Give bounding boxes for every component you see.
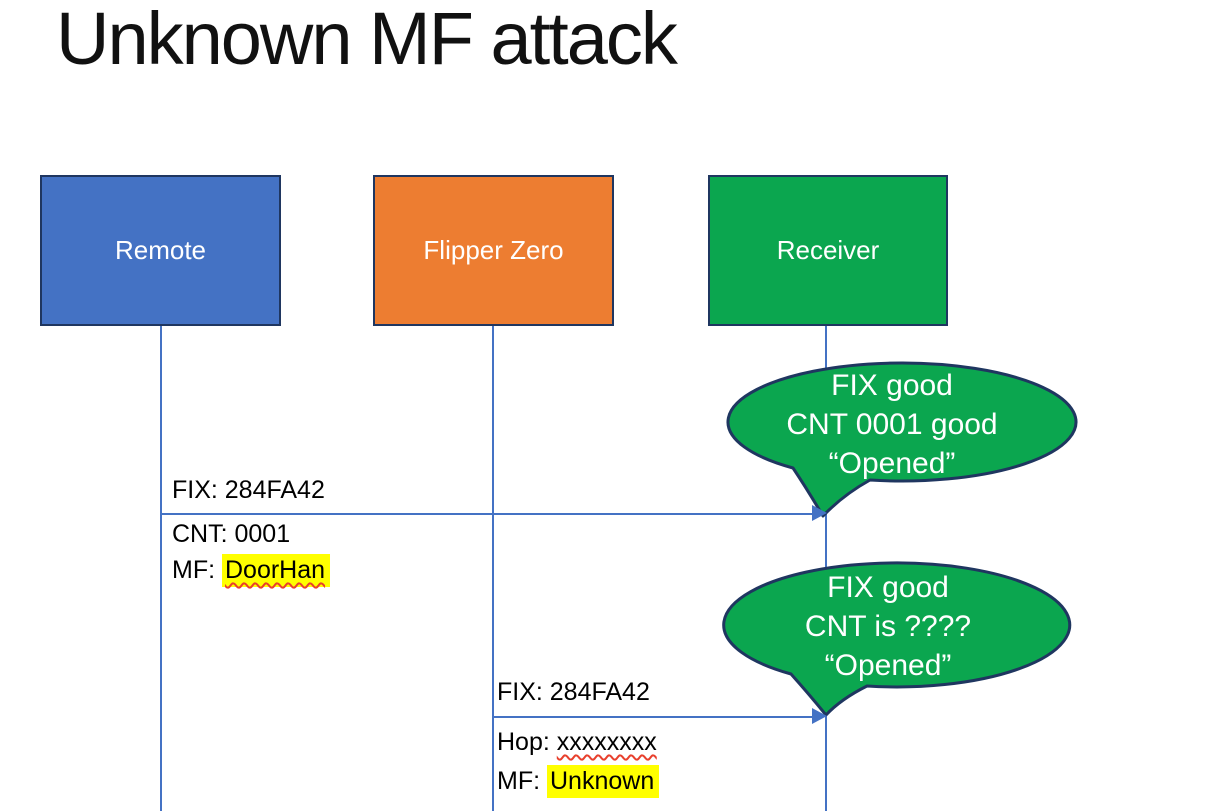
speech-bubble-2-shape xyxy=(722,561,1072,717)
actor-box-flipper-zero: Flipper Zero xyxy=(373,175,614,326)
message-1-line-fix: FIX: 284FA42 xyxy=(172,476,325,504)
actor-label-receiver: Receiver xyxy=(776,235,880,265)
message-1-arrowhead-icon xyxy=(812,505,827,521)
message-2-arrowhead-icon xyxy=(812,708,827,724)
page-title: Unknown MF attack xyxy=(56,0,678,80)
actor-label-remote: Remote xyxy=(114,235,207,265)
message-1-mf-value-highlighted: DoorHan xyxy=(222,554,331,587)
message-2-line-hop: Hop: xxxxxxxx xyxy=(497,728,657,757)
speech-bubble-2 xyxy=(722,561,1072,717)
message-2-line-mf: MF: Unknown xyxy=(497,765,660,798)
actor-box-remote: Remote xyxy=(40,175,281,326)
message-1-arrow-line xyxy=(161,513,813,515)
message-1-mf-prefix: MF: xyxy=(172,556,222,584)
bubble-2-line-3: “Opened” xyxy=(824,649,952,682)
speech-bubble-2-text: FIX good CNT is ???? “Opened” xyxy=(713,568,1063,685)
bubble-2-line-1: FIX good xyxy=(827,571,949,604)
message-2-mf-prefix: MF: xyxy=(497,767,547,795)
actor-label-flipper-zero: Flipper Zero xyxy=(423,235,564,265)
message-2-hop-prefix: Hop: xyxy=(497,728,557,756)
bubble-1-line-1: FIX good xyxy=(831,369,953,402)
message-2-hop-value: xxxxxxxx xyxy=(556,728,657,756)
bubble-2-line-2: CNT is ???? xyxy=(804,610,972,643)
speech-bubble-1-shape xyxy=(726,361,1078,518)
lifeline-flipper-zero xyxy=(492,326,494,811)
message-2-arrow-line xyxy=(493,716,813,718)
speech-bubble-1 xyxy=(726,361,1078,518)
lifeline-remote xyxy=(160,326,162,811)
actor-box-receiver: Receiver xyxy=(708,175,948,326)
bubble-1-line-3: “Opened” xyxy=(828,447,956,480)
bubble-1-line-2: CNT 0001 good xyxy=(786,408,998,441)
message-1-line-cnt: CNT: 0001 xyxy=(172,520,291,548)
message-2-line-fix: FIX: 284FA42 xyxy=(497,678,650,706)
speech-bubble-1-text: FIX good CNT 0001 good “Opened” xyxy=(717,366,1067,483)
message-1-line-mf: MF: DoorHan xyxy=(172,554,331,587)
message-2-mf-value-highlighted: Unknown xyxy=(547,765,660,798)
